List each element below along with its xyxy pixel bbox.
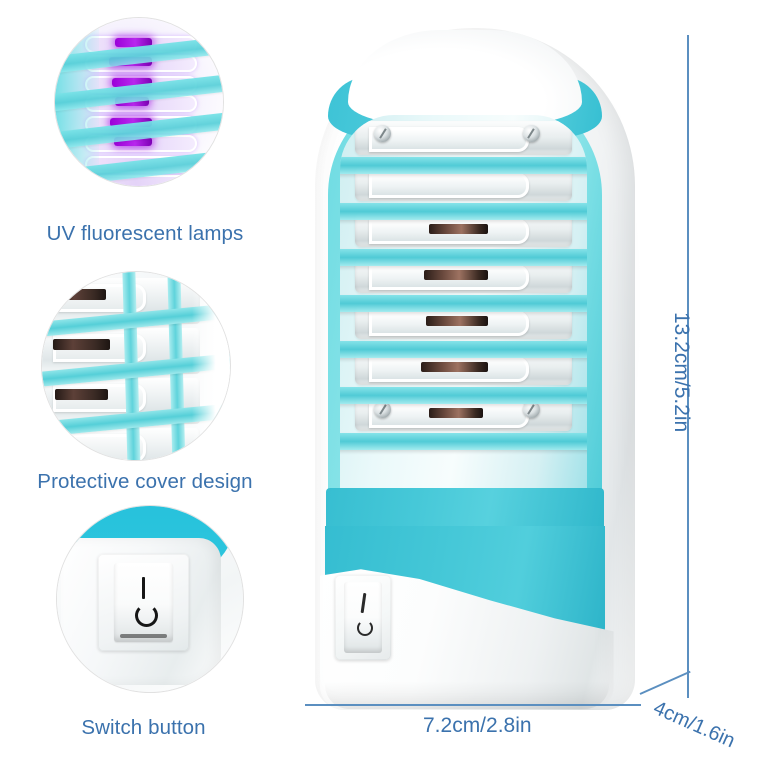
- dimension-width-label: 7.2cm/2.8in: [423, 714, 532, 737]
- switch-off-mark-icon: [134, 604, 158, 628]
- screw-icon: [374, 401, 392, 419]
- dimension-depth-line: [639, 670, 691, 695]
- dimension-height-line: [687, 35, 689, 698]
- dimension-depth-label: 4cm/1.6in: [650, 697, 739, 753]
- switch-on-mark-icon: [360, 592, 366, 614]
- feature-protective-cover-label: Protective cover design: [37, 470, 253, 493]
- product-switch-plate: [334, 574, 392, 660]
- rocker-switch[interactable]: [114, 563, 173, 643]
- feature-uv-lamps-label: UV fluorescent lamps: [46, 222, 244, 245]
- switch-button-closeup-icon: [57, 506, 243, 692]
- dimension-height-label: 13.2cm/5.2in: [670, 312, 693, 433]
- product-grille: [339, 115, 587, 511]
- switch-off-mark-icon: [357, 620, 374, 637]
- rocker-shadow: [120, 633, 167, 638]
- uv-lamp-closeup-icon: [55, 18, 223, 186]
- dimension-width-line: [305, 704, 641, 706]
- product-rocker-switch[interactable]: [343, 581, 383, 653]
- screw-icon: [522, 401, 540, 419]
- protective-cover-closeup-icon: [42, 272, 230, 460]
- screw-icon: [522, 125, 540, 143]
- product-top-dome: [348, 30, 582, 126]
- product-image: [308, 28, 642, 710]
- switch-plate: [97, 554, 190, 652]
- switch-on-mark-icon: [141, 577, 145, 600]
- feature-switch-button-label: Switch button: [81, 716, 206, 739]
- screw-icon: [374, 125, 392, 143]
